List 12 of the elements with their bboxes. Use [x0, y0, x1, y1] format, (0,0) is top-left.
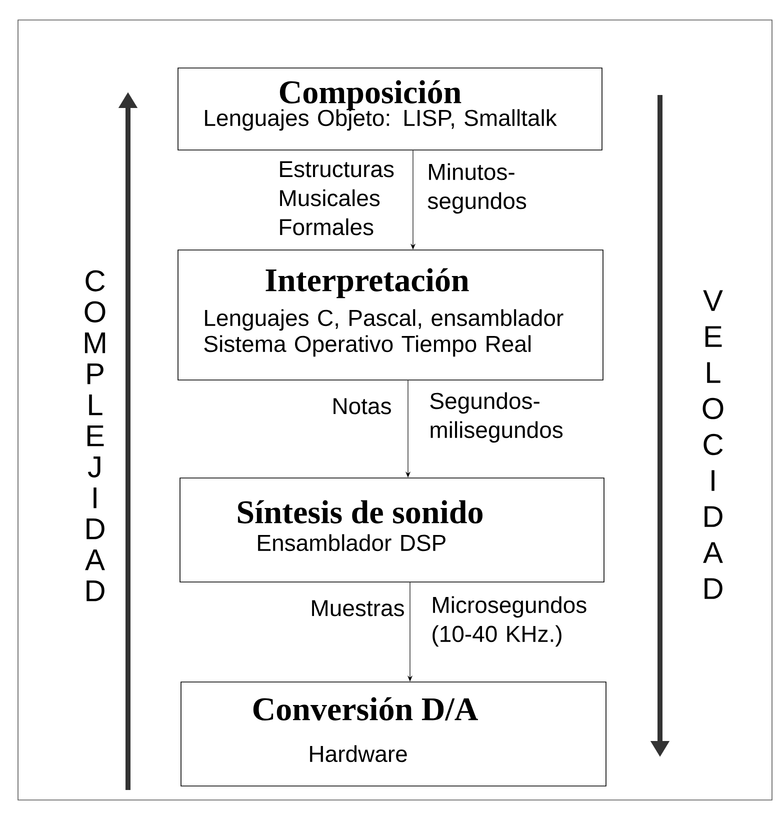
edge-label: Notas: [334, 398, 391, 414]
note-label: Segundos- milisegundos: [430, 392, 563, 443]
process-box: Composición Lenguajes Objeto: LISP, Smalltalk: [178, 68, 602, 150]
process-box: Interpretación Lenguajes C, Pascal, ensamblador Sistema Operativo Tiempo Real: [178, 250, 604, 380]
edge-label: Estructuras Musicales Formales: [280, 161, 394, 236]
note-label: Minutos- segundos: [428, 163, 526, 214]
note-label: Microsegundos (10-40 KHz.): [432, 596, 586, 647]
process-box: Síntesis de sonido Ensamblador DSP: [180, 478, 604, 582]
process-box: Conversión D/A Hardware: [180, 682, 606, 786]
vertical-label: COMPLEJIDAD: [84, 270, 106, 602]
vertical-label: VELOCIDAD: [702, 290, 724, 599]
edge-label: Muestras: [312, 600, 404, 616]
